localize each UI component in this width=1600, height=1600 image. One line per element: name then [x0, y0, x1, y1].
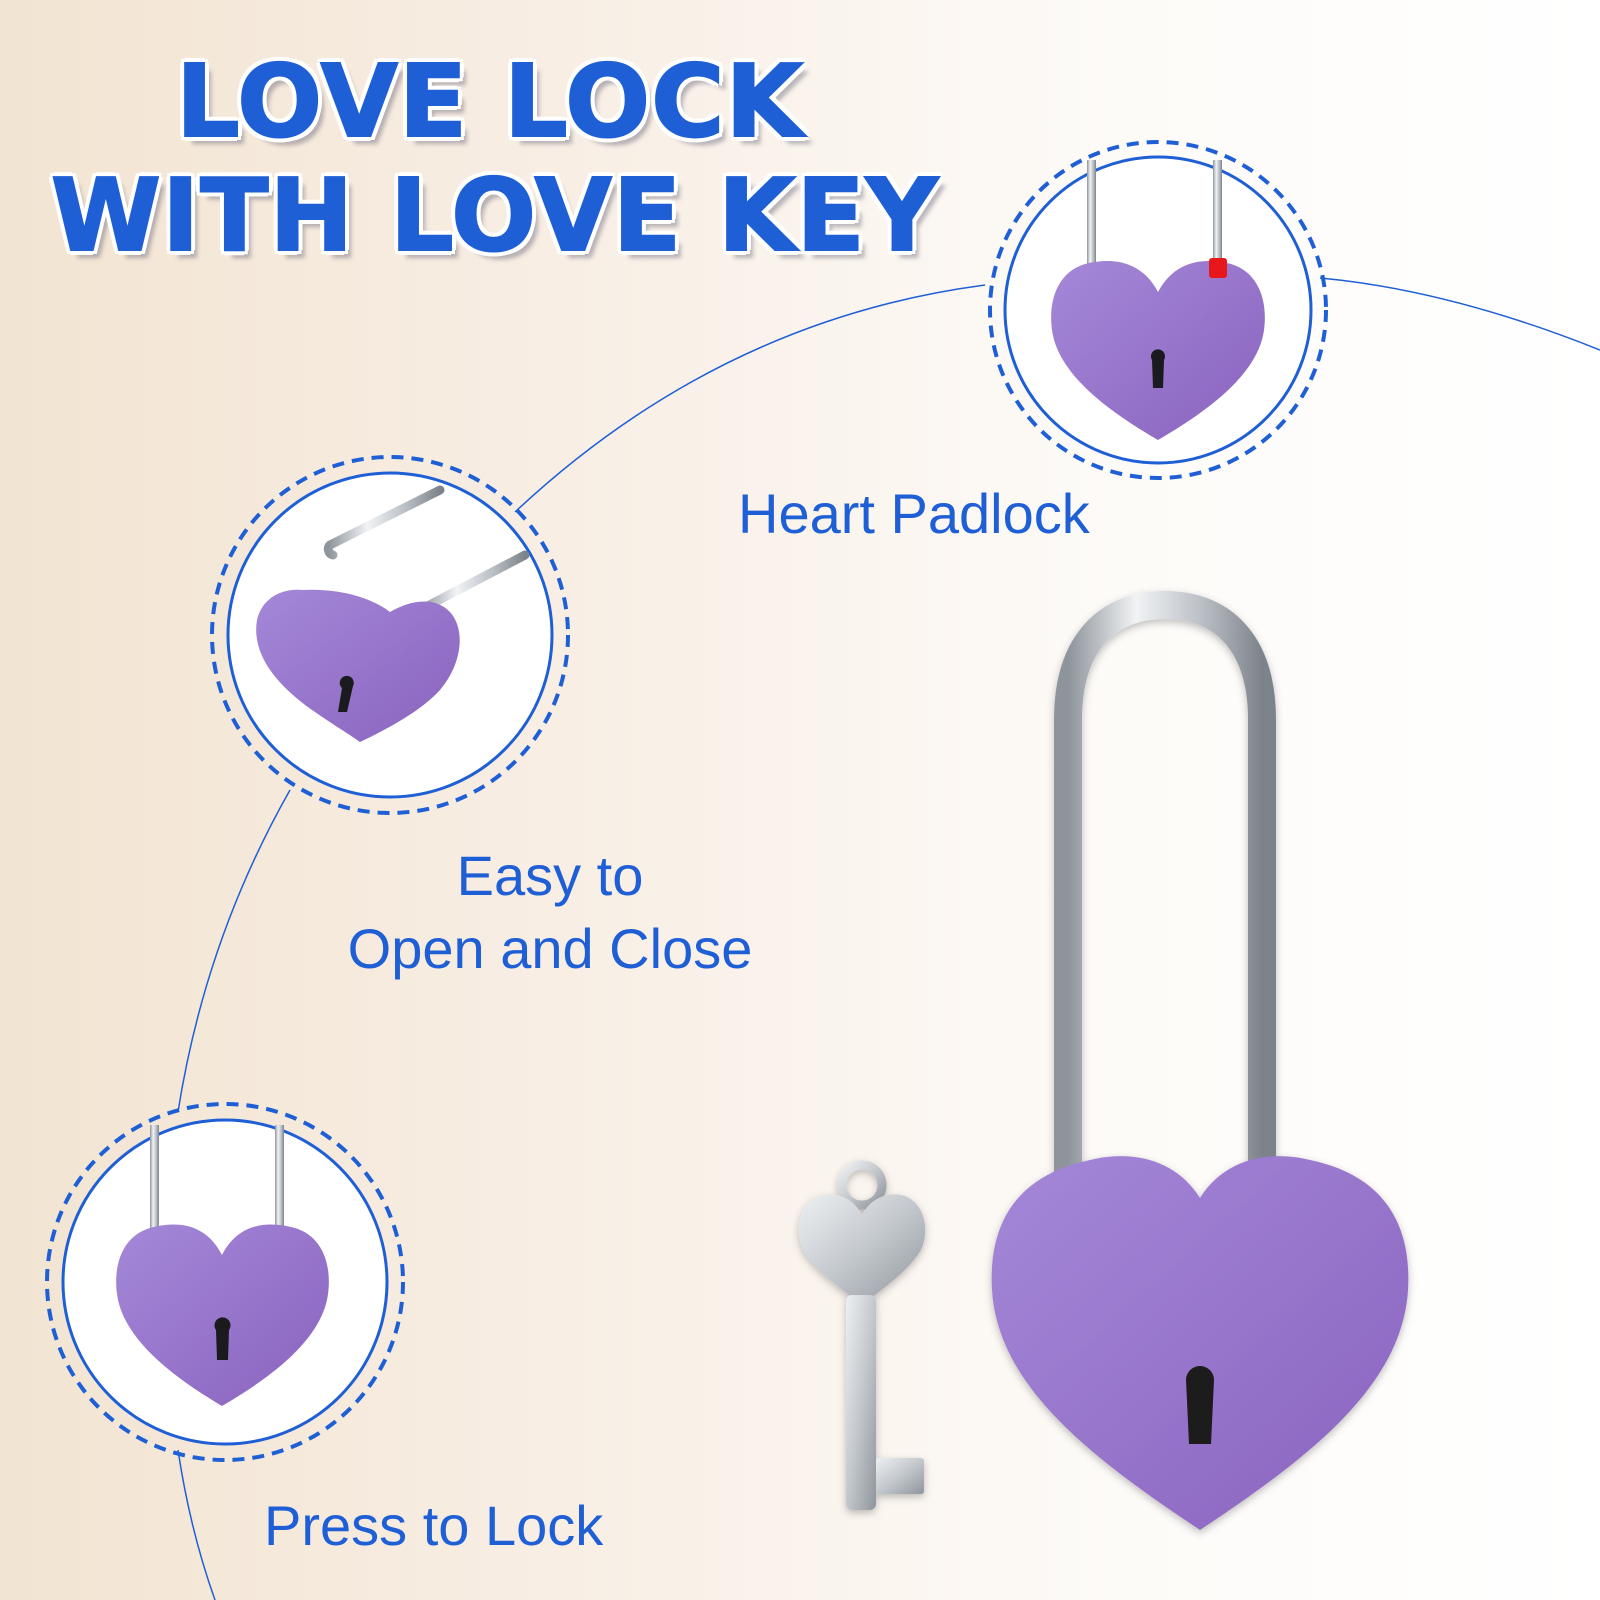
feature-label-press-to-lock: Press to Lock — [264, 1494, 604, 1557]
connector-arc — [514, 284, 986, 513]
callout-easy-open — [210, 455, 570, 815]
title-line-1: LOVE LOCK — [175, 43, 805, 160]
feature-label-easy-line-1: Easy to — [456, 844, 644, 907]
closed-padlock-icon — [116, 1125, 329, 1406]
connector-arc — [1319, 277, 1600, 351]
open-padlock-icon — [256, 485, 530, 742]
large-heart-padlock — [991, 590, 1409, 1530]
connector-arc — [177, 1449, 216, 1600]
feature-label-heart-padlock: Heart Padlock — [738, 482, 1090, 545]
title-line-2: WITH LOVE KEY — [50, 157, 940, 274]
heart-padlock-icon — [1051, 160, 1265, 440]
feature-label-easy-open: Easy to Open and Close — [330, 840, 770, 986]
heart-key-icon — [798, 1160, 926, 1510]
callout-press-lock — [45, 1102, 405, 1462]
callout-heart-padlock — [988, 140, 1328, 480]
feature-label-easy-line-2: Open and Close — [347, 916, 753, 980]
connector-arc — [177, 789, 291, 1113]
